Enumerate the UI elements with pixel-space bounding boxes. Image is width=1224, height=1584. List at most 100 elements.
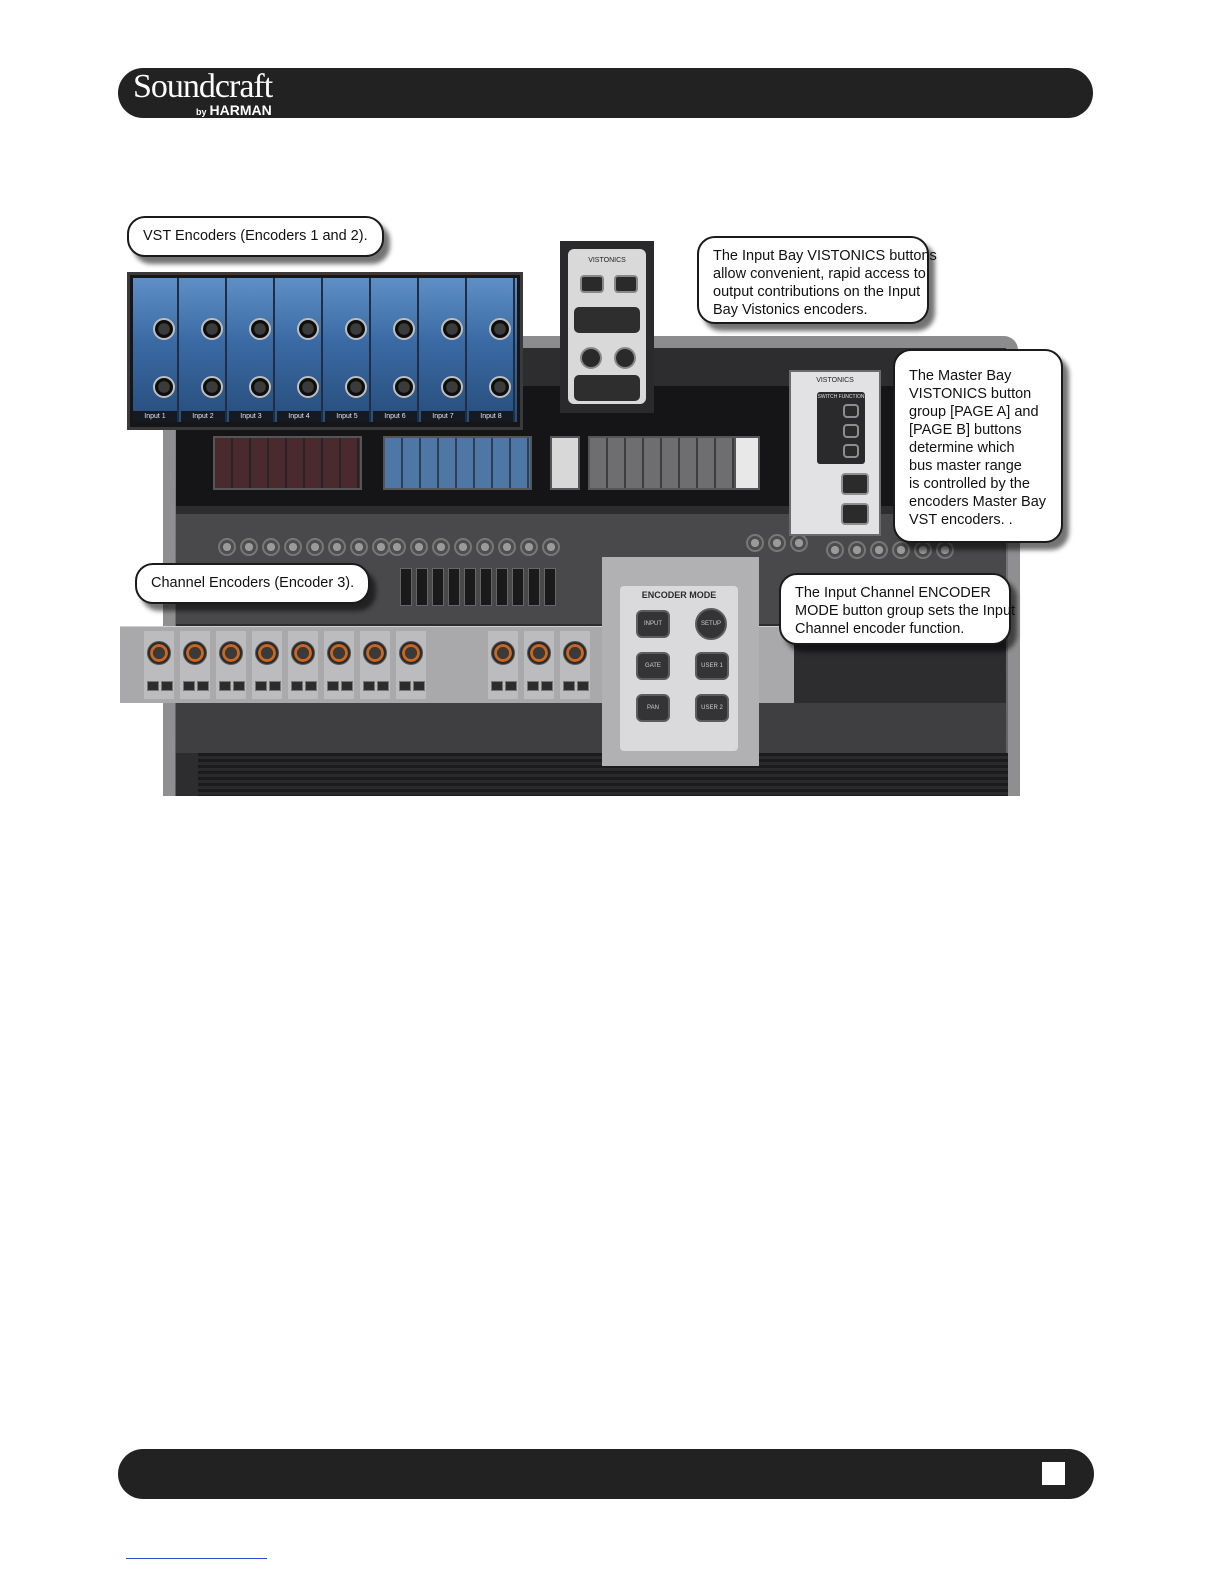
page-b-button[interactable] bbox=[841, 503, 869, 525]
channel-encoder-button[interactable] bbox=[527, 681, 539, 691]
channel-encoder-button[interactable] bbox=[183, 681, 195, 691]
channel-encoder-button[interactable] bbox=[305, 681, 317, 691]
small-knob[interactable] bbox=[328, 538, 346, 556]
small-knob[interactable] bbox=[848, 541, 866, 559]
channel-encoder-button[interactable] bbox=[255, 681, 267, 691]
small-knob[interactable] bbox=[498, 538, 516, 556]
channel-encoder-button[interactable] bbox=[161, 681, 173, 691]
vst-encoder-knob[interactable] bbox=[153, 318, 175, 340]
channel-encoder-button[interactable] bbox=[147, 681, 159, 691]
channel-encoder-button[interactable] bbox=[269, 681, 281, 691]
switch-button[interactable] bbox=[843, 424, 859, 438]
small-knob[interactable] bbox=[240, 538, 258, 556]
vst-encoder-knob[interactable] bbox=[153, 376, 175, 398]
channel-encoder-knob[interactable] bbox=[327, 641, 351, 665]
vst-encoder-knob[interactable] bbox=[345, 376, 367, 398]
small-knob[interactable] bbox=[892, 541, 910, 559]
user-2-button[interactable]: USER 2 bbox=[695, 694, 729, 722]
small-knob[interactable] bbox=[790, 534, 808, 552]
small-knob[interactable] bbox=[476, 538, 494, 556]
vistonics-button[interactable] bbox=[580, 275, 604, 293]
channel-encoder-knob[interactable] bbox=[363, 641, 387, 665]
vst-encoder-knob[interactable] bbox=[441, 318, 463, 340]
small-knob[interactable] bbox=[746, 534, 764, 552]
vst-encoder-knob[interactable] bbox=[393, 376, 415, 398]
switch-button[interactable] bbox=[843, 404, 859, 418]
channel-encoder-button[interactable] bbox=[541, 681, 553, 691]
switch-button[interactable] bbox=[843, 444, 859, 458]
channel-encoder-button[interactable] bbox=[491, 681, 503, 691]
channel-encoder-knob[interactable] bbox=[527, 641, 551, 665]
channel-encoder-button[interactable] bbox=[233, 681, 245, 691]
vst-encoder-knob[interactable] bbox=[441, 376, 463, 398]
vst-encoder-knob[interactable] bbox=[297, 376, 319, 398]
vst-encoder-knob[interactable] bbox=[297, 318, 319, 340]
vst-encoder-knob[interactable] bbox=[393, 318, 415, 340]
user-1-button[interactable]: USER 1 bbox=[695, 652, 729, 680]
channel-encoder-button[interactable] bbox=[577, 681, 589, 691]
small-knob[interactable] bbox=[410, 538, 428, 556]
small-knob[interactable] bbox=[262, 538, 280, 556]
vistonics-button-pair[interactable] bbox=[574, 375, 640, 401]
channel-encoder-knob[interactable] bbox=[255, 641, 279, 665]
gate-thrs-button[interactable]: GATE THRS bbox=[636, 652, 670, 680]
callout-line: VISTONICS button bbox=[909, 386, 1032, 402]
small-meter-panel bbox=[734, 436, 760, 490]
small-knob[interactable] bbox=[350, 538, 368, 556]
callout-master-bay-vistonics: The Master Bay VISTONICS button group [P… bbox=[893, 349, 1063, 543]
logo-brand: HARMAN bbox=[209, 102, 272, 118]
setup-button[interactable]: SETUP bbox=[695, 608, 727, 640]
vistonics-button-pair[interactable] bbox=[574, 307, 640, 333]
footer-link-underline[interactable] bbox=[126, 1558, 267, 1559]
vst-encoder-knob[interactable] bbox=[249, 318, 271, 340]
small-knob[interactable] bbox=[542, 538, 560, 556]
vst-encoder-knob[interactable] bbox=[345, 318, 367, 340]
page-a-button[interactable] bbox=[841, 473, 869, 495]
channel-encoder-button[interactable] bbox=[505, 681, 517, 691]
channel-encoder-button[interactable] bbox=[341, 681, 353, 691]
small-knob[interactable] bbox=[870, 541, 888, 559]
channel-encoder-knob[interactable] bbox=[491, 641, 515, 665]
channel-encoder-knob[interactable] bbox=[399, 641, 423, 665]
vst-channel-label: Input 3 bbox=[229, 411, 273, 422]
small-knob[interactable] bbox=[306, 538, 324, 556]
input-gain-button[interactable]: INPUT GAIN bbox=[636, 610, 670, 638]
small-knob[interactable] bbox=[432, 538, 450, 556]
channel-encoder-button[interactable] bbox=[327, 681, 339, 691]
channel-encoder-knob[interactable] bbox=[563, 641, 587, 665]
channel-encoder-button[interactable] bbox=[377, 681, 389, 691]
encoder-mode-title: ENCODER MODE bbox=[641, 590, 717, 600]
channel-encoder-button[interactable] bbox=[219, 681, 231, 691]
vst-encoder-knob[interactable] bbox=[489, 318, 511, 340]
vst-encoder-knob[interactable] bbox=[201, 318, 223, 340]
logo-wordmark: Soundcraft bbox=[133, 68, 273, 105]
channel-encoder-button[interactable] bbox=[291, 681, 303, 691]
small-knob[interactable] bbox=[914, 541, 932, 559]
vst-channel-label: Input 6 bbox=[373, 411, 417, 422]
channel-encoder-button[interactable] bbox=[413, 681, 425, 691]
vst-encoder-knob[interactable] bbox=[201, 376, 223, 398]
channel-encoder-knob[interactable] bbox=[291, 641, 315, 665]
small-knob[interactable] bbox=[284, 538, 302, 556]
small-knob[interactable] bbox=[768, 534, 786, 552]
small-knob[interactable] bbox=[936, 541, 954, 559]
callout-line: group [PAGE A] and bbox=[909, 404, 1039, 420]
channel-encoder-button[interactable] bbox=[563, 681, 575, 691]
vst-encoder-knob[interactable] bbox=[489, 376, 511, 398]
small-knob[interactable] bbox=[826, 541, 844, 559]
channel-encoder-knob[interactable] bbox=[219, 641, 243, 665]
small-knob[interactable] bbox=[218, 538, 236, 556]
vistonics-button[interactable] bbox=[580, 347, 602, 369]
channel-encoder-button[interactable] bbox=[363, 681, 375, 691]
channel-encoder-button[interactable] bbox=[399, 681, 411, 691]
vistonics-button[interactable] bbox=[614, 347, 636, 369]
small-knob[interactable] bbox=[454, 538, 472, 556]
small-knob[interactable] bbox=[388, 538, 406, 556]
channel-encoder-knob[interactable] bbox=[147, 641, 171, 665]
vst-encoder-knob[interactable] bbox=[249, 376, 271, 398]
small-knob[interactable] bbox=[520, 538, 538, 556]
pan-button[interactable]: PAN bbox=[636, 694, 670, 722]
channel-encoder-knob[interactable] bbox=[183, 641, 207, 665]
channel-encoder-button[interactable] bbox=[197, 681, 209, 691]
vistonics-button[interactable] bbox=[614, 275, 638, 293]
